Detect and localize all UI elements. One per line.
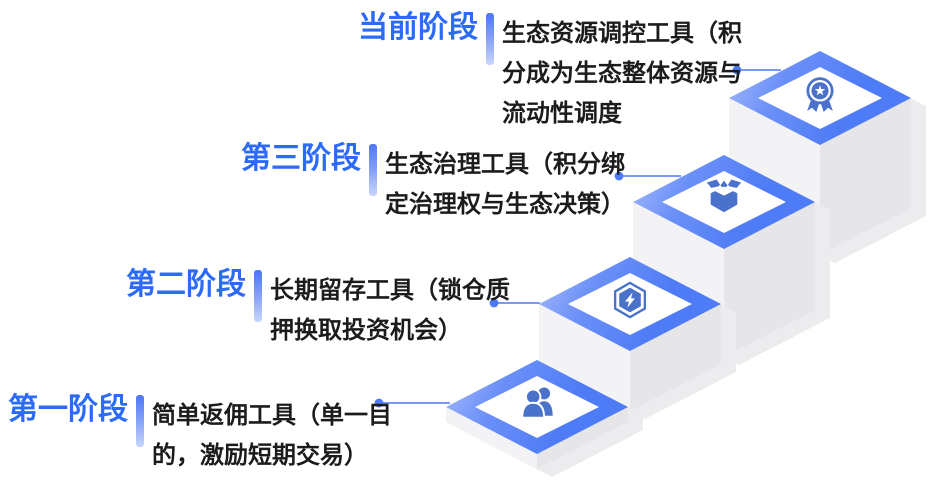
description-line: 押换取投资机会） — [270, 317, 462, 344]
connector-dot — [489, 298, 499, 308]
description-line: 生态治理工具（积分绑 — [385, 151, 625, 178]
connector-dot — [614, 171, 624, 181]
stage-4-description: 生态资源调控工具（积 分成为生态整体资源与 流动性调度 — [502, 14, 742, 134]
step-2 — [539, 257, 736, 419]
description-line: 分成为生态整体资源与 — [502, 60, 742, 87]
connector-stage-4 — [732, 65, 781, 75]
stage-2-description: 长期留存工具（锁仓质 押换取投资机会） — [270, 271, 510, 351]
connector-stage-2 — [489, 298, 540, 308]
connector-dot — [374, 398, 384, 408]
step-2-left-face — [539, 304, 630, 411]
description-line: 长期留存工具（锁仓质 — [270, 277, 510, 304]
stage-3-description: 生态治理工具（积分绑 定治理权与生态决策） — [385, 145, 625, 225]
description-line: 简单返佣工具（单一目 — [152, 402, 392, 429]
stage-2-block: 第二阶段 长期留存工具（锁仓质 押换取投资机会） — [126, 268, 510, 351]
stage-3-bar — [369, 144, 377, 196]
stage-1-description: 简单返佣工具（单一目 的，激励短期交易） — [152, 396, 392, 476]
stage-2-bar — [254, 270, 262, 322]
connector-dot — [732, 65, 742, 75]
description-line: 定治理权与生态决策） — [385, 191, 625, 218]
stage-3-title: 第三阶段 — [241, 142, 361, 175]
open-box-icon — [705, 178, 743, 213]
step-2-right-face — [630, 304, 721, 411]
stage-1-block: 第一阶段 简单返佣工具（单一目 的，激励短期交易） — [8, 393, 392, 476]
step-3 — [633, 155, 830, 365]
step-1 — [446, 360, 643, 477]
description-line: 流动性调度 — [502, 100, 622, 127]
users-icon — [521, 387, 553, 419]
connector-stage-3 — [614, 171, 681, 181]
description-line: 的，激励短期交易） — [152, 442, 368, 469]
connector-stage-1 — [374, 398, 450, 408]
stage-4-bar — [486, 13, 494, 65]
medal-icon — [806, 77, 834, 112]
stage-4-block: 当前阶段 生态资源调控工具（积 分成为生态整体资源与 流动性调度 — [358, 11, 742, 134]
description-line: 生态资源调控工具（积 — [502, 20, 742, 47]
stage-1-title: 第一阶段 — [8, 393, 128, 426]
step-4-right-face — [820, 98, 911, 255]
step-1-right-face — [537, 407, 628, 469]
step-3-right-face — [724, 202, 815, 357]
stage-2-title: 第二阶段 — [126, 268, 246, 301]
stage-4-title: 当前阶段 — [358, 11, 478, 44]
stage-1-bar — [136, 395, 144, 447]
shield-lightning-icon — [613, 281, 647, 319]
stage-3-block: 第三阶段 生态治理工具（积分绑 定治理权与生态决策） — [241, 142, 625, 225]
step-1-left-face — [446, 407, 537, 469]
